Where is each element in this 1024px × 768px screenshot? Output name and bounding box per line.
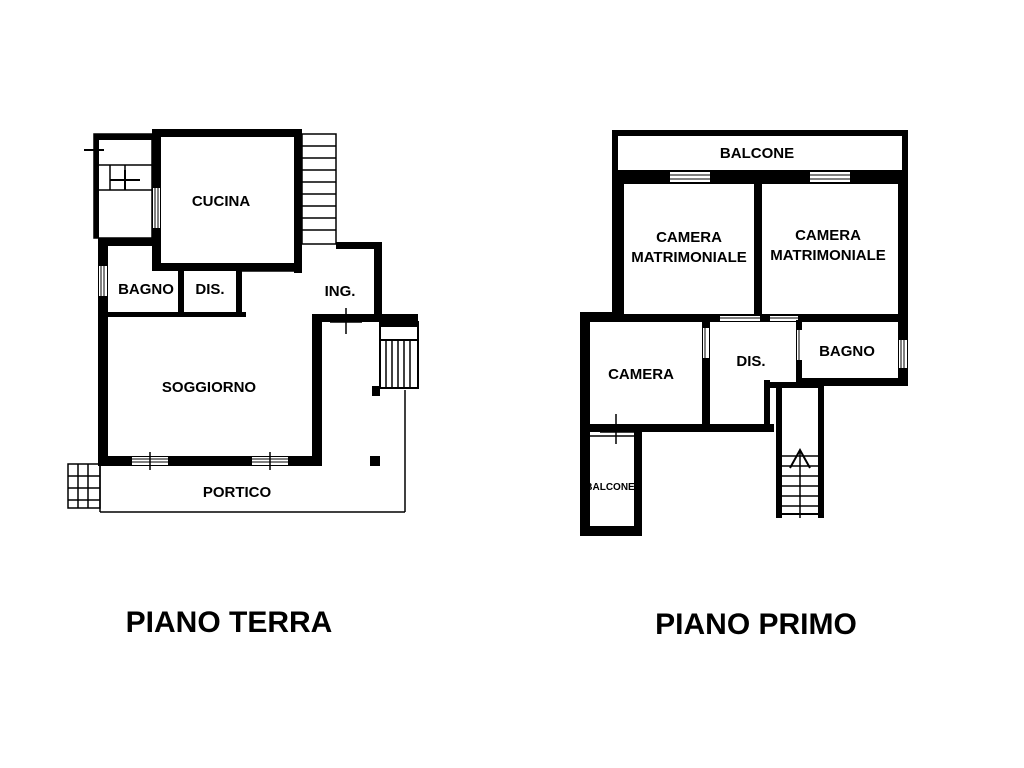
ground-main-walls (98, 238, 418, 470)
room-label-camera: CAMERA (608, 366, 674, 383)
ground-portico (67, 463, 405, 513)
room-label-camera-matrimoniale-2-line2: MATRIMONIALE (770, 247, 886, 264)
room-label-cucina: CUCINA (192, 193, 250, 210)
room-label-dis-ground: DIS. (195, 281, 224, 298)
first-main-walls (580, 170, 908, 536)
room-label-portico: PORTICO (203, 484, 272, 501)
ground-floor-plan: CUCINA BAGNO DIS. ING. SOGGIORNO PORTICO… (67, 129, 419, 639)
room-label-ing: ING. (325, 283, 356, 300)
room-label-balcone-small: BALCONE (585, 482, 635, 493)
room-label-balcone-top: BALCONE (720, 145, 794, 162)
first-top-balcony (612, 130, 908, 174)
ground-kitchen-walls (152, 129, 302, 273)
first-floor-plan: BALCONE CAMERA MATRIMONIALE CAMERA MATRI… (580, 130, 908, 641)
first-staircase (782, 447, 824, 518)
first-partitions (624, 182, 904, 426)
ground-right-terrace (370, 321, 419, 512)
room-label-bagno-first: BAGNO (819, 343, 875, 360)
ground-partitions (106, 268, 300, 317)
floor-title-first: PIANO PRIMO (655, 608, 857, 641)
room-label-dis-first: DIS. (736, 353, 765, 370)
room-label-soggiorno: SOGGIORNO (162, 379, 257, 396)
floor-title-ground: PIANO TERRA (126, 606, 333, 639)
room-label-bagno-ground: BAGNO (118, 281, 174, 298)
room-label-camera-matrimoniale-1-line1: CAMERA (656, 229, 722, 246)
room-label-camera-matrimoniale-2-line1: CAMERA (795, 227, 861, 244)
room-label-camera-matrimoniale-1-line2: MATRIMONIALE (631, 249, 747, 266)
ground-exterior-steps-top-left (84, 133, 153, 239)
ground-staircase-upper (301, 133, 337, 245)
